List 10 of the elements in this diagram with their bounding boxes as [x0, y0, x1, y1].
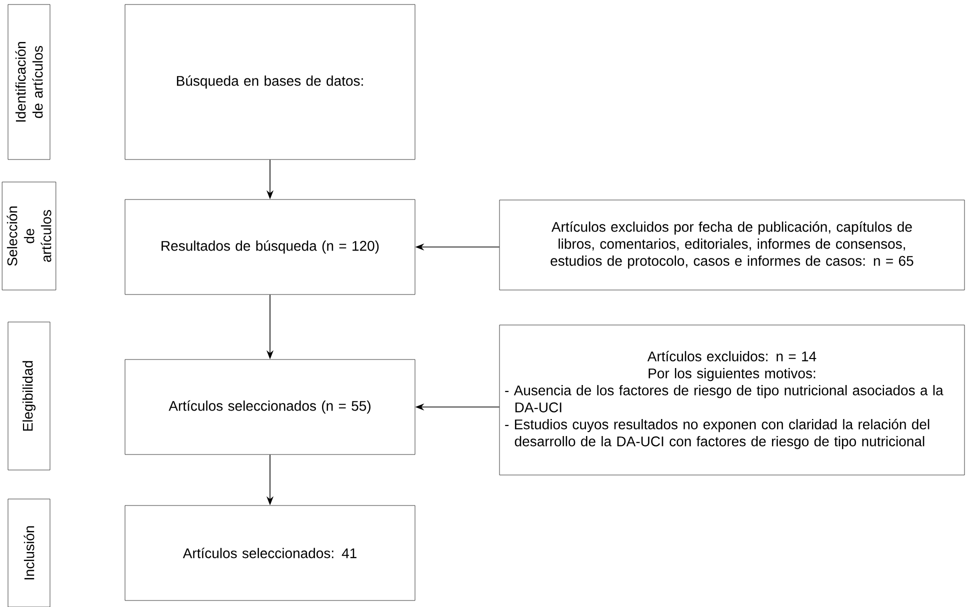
process-box: Resultados de búsqueda (n = 120) — [124, 199, 416, 295]
process-box: Búsqueda en bases de datos: — [124, 4, 416, 160]
process-box: Artículos seleccionados (n = 55) — [124, 359, 416, 455]
exclusion-box: Artículos excluidos: n = 14 Por los siguientes motivos: - Ausencia de los factores de riesgo de tipo nutricional asociados a la DA-UCI - Estudios cuyos resultados no exponen con claridad la relación del desarrollo de la DA-UCI con factores de riesgo de tipo nutricional — [499, 324, 965, 476]
process-box: Artículos seleccionados: 41 — [124, 505, 416, 601]
exclusion-box: Artículos excluidos por fecha de publicación, capítulos de libros, comentarios, editoriales, informes de consensos, estudios de protocolo, casos e informes de casos: n = 65 — [499, 200, 965, 290]
stage-label-box: Selección de artículos — [2, 182, 56, 290]
stage-label-box: Inclusión — [8, 498, 50, 607]
stage-label-box: Elegibilidad — [8, 322, 50, 470]
stage-label-box: Identificación de artículos — [8, 4, 50, 160]
